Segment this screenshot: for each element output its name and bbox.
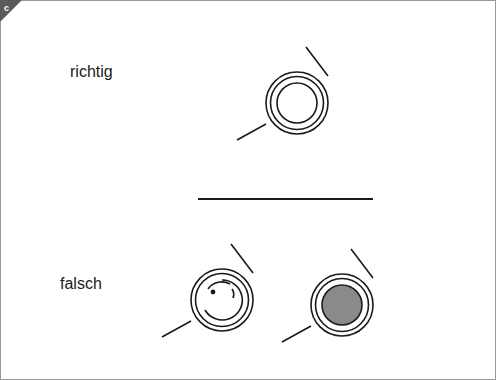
wrong-coil-filled xyxy=(282,249,373,342)
correct-label: richtig xyxy=(70,64,113,80)
separator-line xyxy=(198,198,373,200)
wrong-label: falsch xyxy=(60,276,102,292)
corner-tab xyxy=(0,0,22,22)
correct-coil xyxy=(237,47,328,140)
corner-letter: c xyxy=(4,4,9,13)
wrong-coil-loose xyxy=(162,244,253,337)
